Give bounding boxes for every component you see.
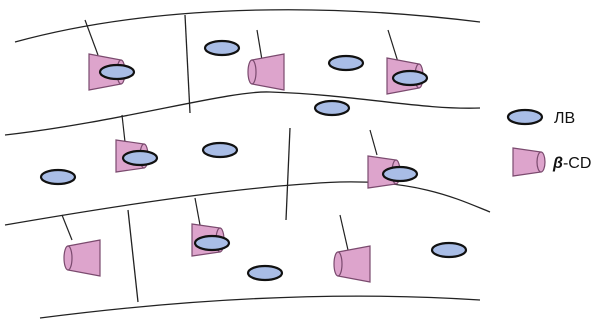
cd-tether <box>195 198 200 225</box>
legend-cd-swatch <box>513 148 545 176</box>
legend: ЛВ β-CD <box>508 110 591 176</box>
drug-molecule <box>329 56 363 70</box>
cd-molecules <box>64 54 423 282</box>
drug-molecule <box>393 71 427 85</box>
cd-molecule <box>64 240 100 276</box>
legend-cd-symbol: β <box>552 155 563 172</box>
drug-molecule <box>41 170 75 184</box>
drug-molecule <box>315 101 349 115</box>
fiber-separator <box>286 128 290 220</box>
legend-cd-label: β-CD <box>552 155 591 172</box>
fiber-line-1 <box>15 10 480 42</box>
cd-tether <box>62 215 72 240</box>
drug-molecule <box>205 41 239 55</box>
fiber-line-3 <box>5 182 490 225</box>
cd-tether <box>122 115 125 142</box>
fiber-line-4 <box>40 296 480 318</box>
drug-molecule <box>195 236 229 250</box>
drug-molecule <box>203 143 237 157</box>
legend-drug-swatch <box>508 110 542 124</box>
cd-tether <box>370 130 377 155</box>
cd-tether <box>340 215 348 250</box>
legend-drug-label: ЛВ <box>554 110 575 127</box>
fiber-separator <box>185 15 190 113</box>
drug-molecule <box>248 266 282 280</box>
drug-molecule <box>100 65 134 79</box>
cd-molecule <box>334 246 370 282</box>
fiber-line-2 <box>5 92 480 135</box>
cd-molecule <box>248 54 284 90</box>
cd-tether <box>388 30 398 62</box>
cd-tether <box>257 30 262 60</box>
drug-molecule <box>383 167 417 181</box>
drug-molecule <box>432 243 466 257</box>
drug-molecule <box>123 151 157 165</box>
legend-cd-suffix: -CD <box>563 155 591 172</box>
fiber-separator <box>128 210 138 302</box>
